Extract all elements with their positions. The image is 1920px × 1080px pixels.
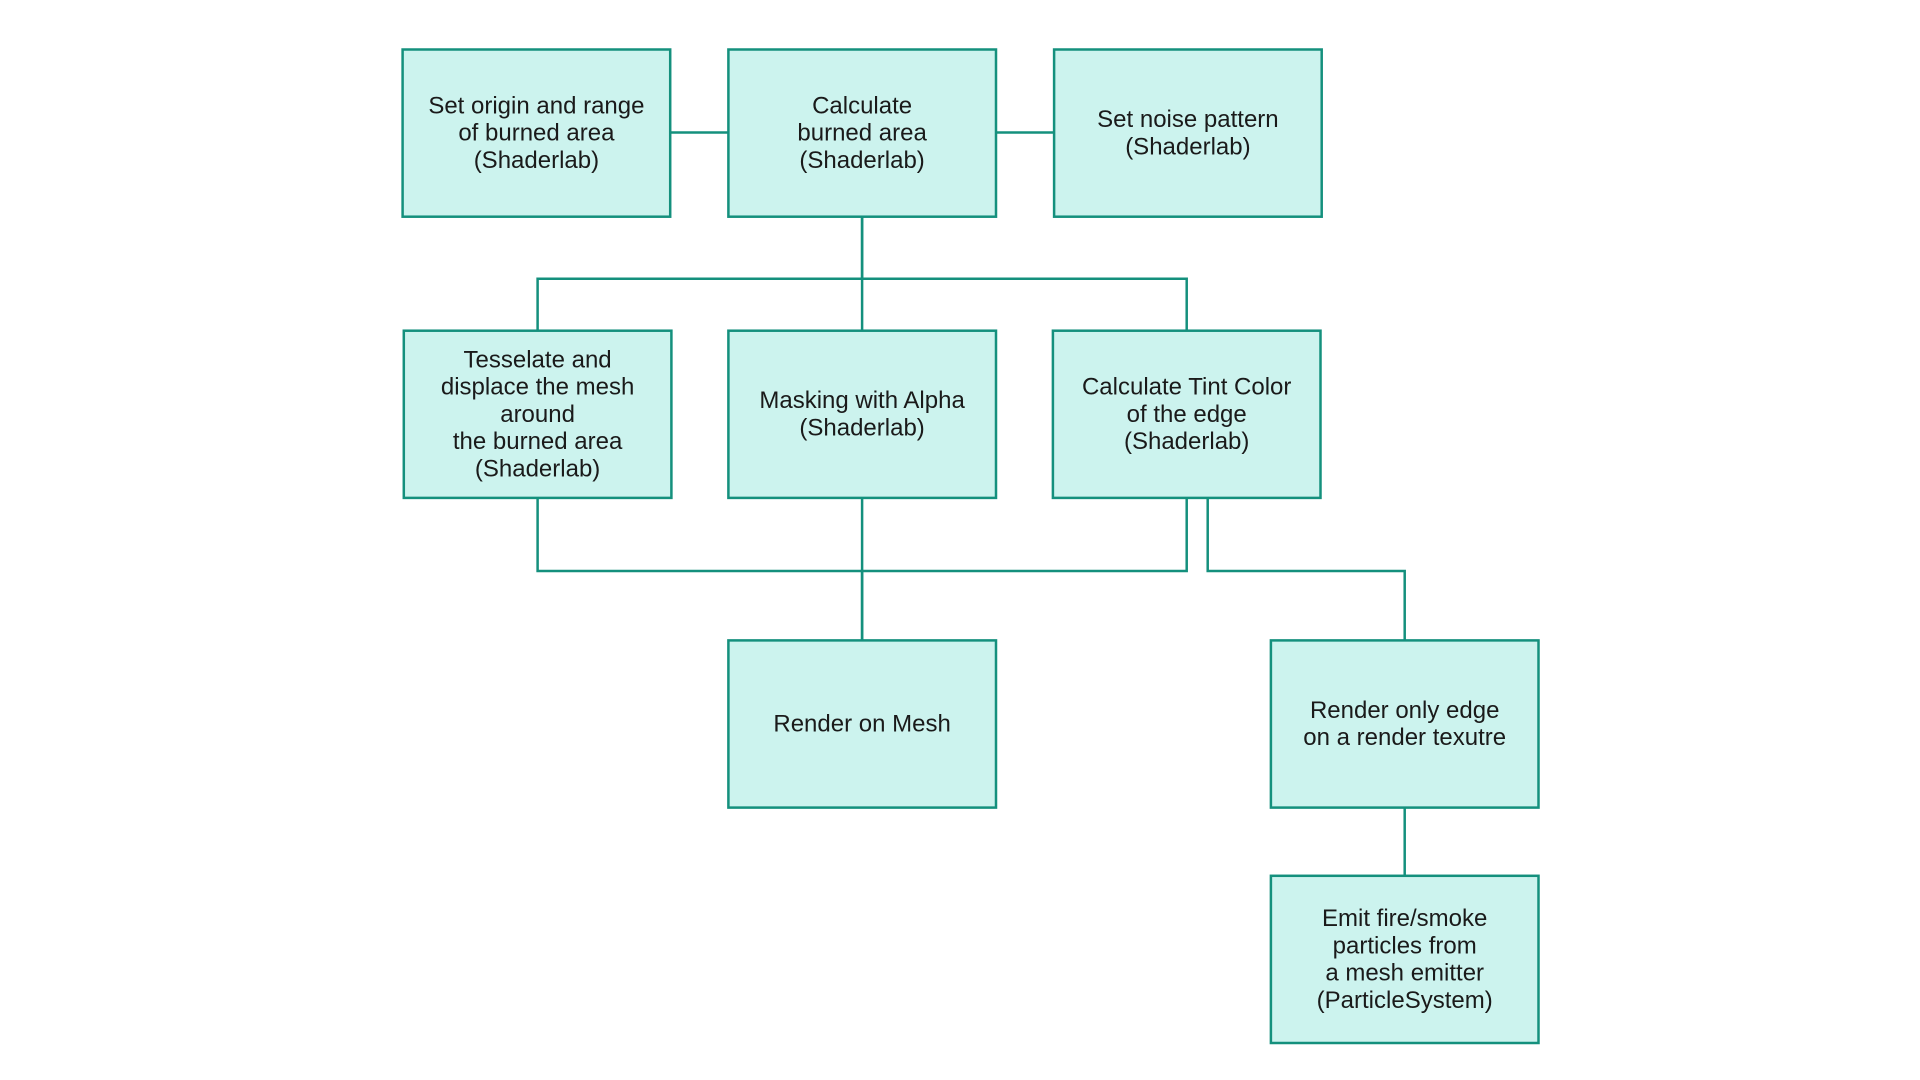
node-label-line: of the edge <box>1127 401 1247 428</box>
node-label-line: of burned area <box>458 120 615 147</box>
node-label-line: (ParticleSystem) <box>1317 987 1493 1014</box>
node-label-line: Render only edge <box>1310 697 1499 724</box>
node-box <box>727 639 998 809</box>
node-label-line: burned area <box>797 120 927 147</box>
connector-tess-to-render <box>536 496 864 642</box>
node-noise: Set noise pattern(Shaderlab) <box>1052 48 1323 218</box>
node-label-line: Masking with Alpha <box>759 387 965 414</box>
node-label-line: Tesselate and <box>464 346 612 373</box>
node-box <box>401 48 672 218</box>
node-label-line: (Shaderlab) <box>1124 428 1249 455</box>
node-label-line: Emit fire/smoke <box>1322 905 1487 932</box>
node-label-line: Render on Mesh <box>773 711 950 738</box>
node-box <box>402 329 673 500</box>
node-box <box>727 48 998 218</box>
node-label-line: (Shaderlab) <box>475 455 600 482</box>
connectors <box>536 131 1406 878</box>
node-box <box>1052 48 1323 218</box>
connector-tint-to-edge <box>1206 496 1406 642</box>
node-box <box>1269 639 1540 809</box>
node-box <box>1269 874 1540 1045</box>
node-label-line: particles from <box>1333 932 1477 959</box>
node-label-line: (Shaderlab) <box>474 147 599 174</box>
connector-calc-to-tint <box>860 277 1188 332</box>
node-label-line: the burned area <box>453 428 623 455</box>
node-label-line: Set noise pattern <box>1097 106 1278 133</box>
node-label-line: (Shaderlab) <box>1125 133 1250 160</box>
node-render: Render on Mesh <box>727 639 998 809</box>
node-label-line: Calculate Tint Color <box>1082 374 1291 401</box>
node-label-line: around <box>500 401 575 428</box>
connector-tint-to-render <box>860 496 1188 573</box>
connector-calc-to-tess <box>536 215 864 332</box>
node-mask: Masking with Alpha(Shaderlab) <box>727 329 998 500</box>
node-label-line: (Shaderlab) <box>799 147 924 174</box>
node-box <box>727 329 998 500</box>
node-label-line: on a render texutre <box>1303 724 1506 751</box>
node-box <box>1051 329 1322 500</box>
node-label-line: a mesh emitter <box>1325 960 1484 987</box>
node-label-line: Set origin and range <box>428 92 644 119</box>
node-label-line: (Shaderlab) <box>799 415 924 442</box>
node-label-line: displace the mesh <box>441 374 634 401</box>
node-label-line: Calculate <box>812 92 912 119</box>
